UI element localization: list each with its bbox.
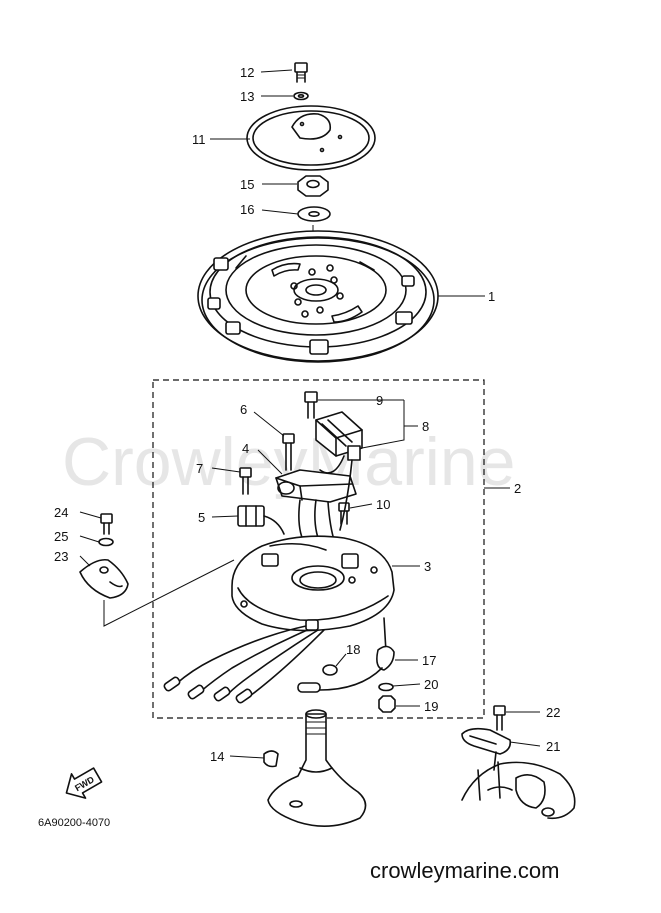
part-7-screw <box>239 467 252 495</box>
callout-15: 15 <box>240 177 254 192</box>
part-9-screw <box>304 391 318 419</box>
part-15-nut <box>297 175 329 197</box>
part-21-clamp <box>461 727 512 755</box>
site-url: crowleymarine.com <box>370 858 560 883</box>
part-11-cover-plate <box>246 105 376 171</box>
leader-lines <box>79 69 541 759</box>
callout-18: 18 <box>346 642 360 657</box>
part-6-screw <box>282 433 295 471</box>
callout-16: 16 <box>240 202 254 217</box>
bracket-leader <box>103 559 235 627</box>
callout-20: 20 <box>424 677 438 692</box>
callout-24: 24 <box>54 505 68 520</box>
crankshaft <box>267 709 367 827</box>
callout-labels: 12 13 11 15 16 1 9 8 6 4 7 2 10 5 24 25 … <box>54 65 560 764</box>
callout-8: 8 <box>422 419 429 434</box>
part-1-flywheel <box>197 230 439 363</box>
callout-13: 13 <box>240 89 254 104</box>
part-19-bolt <box>378 695 396 713</box>
part-2-stator-assembly-frame <box>152 379 485 719</box>
callout-12: 12 <box>240 65 254 80</box>
part-20-washer <box>378 682 394 692</box>
part-14-key <box>263 750 279 768</box>
part-25-washer <box>98 537 114 547</box>
part-5-connector <box>237 505 285 535</box>
callout-23: 23 <box>54 549 68 564</box>
callout-11: 11 <box>192 132 206 147</box>
callout-17: 17 <box>422 653 436 668</box>
part-3-stator-base <box>231 535 395 632</box>
callout-9: 9 <box>376 393 383 408</box>
part-18-clip <box>322 664 338 676</box>
callout-14: 14 <box>210 749 224 764</box>
callout-22: 22 <box>546 705 560 720</box>
callout-7: 7 <box>196 461 203 476</box>
part-13-washer <box>293 91 309 101</box>
part-17-ground-lead <box>297 617 395 693</box>
callout-6: 6 <box>240 402 247 417</box>
callout-4: 4 <box>242 441 249 456</box>
callout-1: 1 <box>488 289 495 304</box>
callout-5: 5 <box>198 510 205 525</box>
part-16-washer <box>297 206 331 222</box>
powerhead-casting <box>461 751 576 820</box>
part-4-coil <box>275 469 357 503</box>
part-8-coil <box>315 411 363 461</box>
callout-21: 21 <box>546 739 560 754</box>
part-22-bolt <box>493 705 506 731</box>
callout-10: 10 <box>376 497 390 512</box>
callout-3: 3 <box>424 559 431 574</box>
part-23-bracket <box>79 558 129 599</box>
callout-19: 19 <box>424 699 438 714</box>
callout-25: 25 <box>54 529 68 544</box>
drawing-code: 6A90200-4070 <box>38 817 110 829</box>
fwd-arrow-icon: FWD <box>65 767 103 799</box>
part-12-bolt <box>294 62 308 83</box>
part-24-bolt <box>100 513 113 535</box>
wire-harness <box>163 619 325 704</box>
callout-2: 2 <box>514 481 521 496</box>
